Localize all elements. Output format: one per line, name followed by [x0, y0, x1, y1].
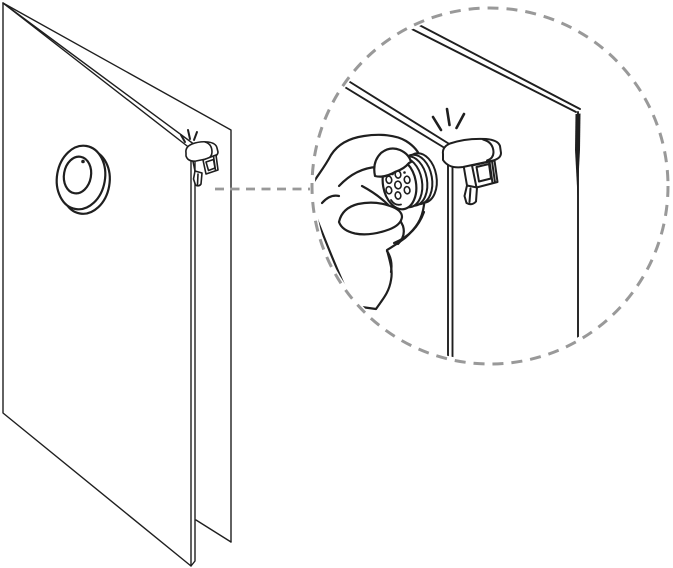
curled-finger-edge: [392, 210, 426, 245]
index-fingertip: [373, 147, 413, 178]
attention-marks-small: [180, 129, 198, 143]
knob-index-dot: [81, 159, 85, 164]
thumb: [337, 201, 404, 236]
detail-circle: [310, 6, 670, 366]
door-knob: [55, 144, 111, 215]
door-back-panel: [2, 2, 232, 543]
latch-clip-small: [185, 140, 219, 187]
door-assembly: [2, 2, 232, 567]
edge-highlight-wedge: [575, 113, 581, 196]
attention-marks-large: [431, 107, 466, 132]
finger-fold-line: [385, 249, 393, 274]
door-front-panel: [2, 2, 196, 567]
thumb-base-crease: [320, 194, 341, 205]
detail-view: [315, 15, 581, 361]
latch-clip-large: [441, 137, 502, 206]
disc-bottom-tab: [390, 199, 402, 206]
hand-grip-front: [337, 147, 426, 245]
